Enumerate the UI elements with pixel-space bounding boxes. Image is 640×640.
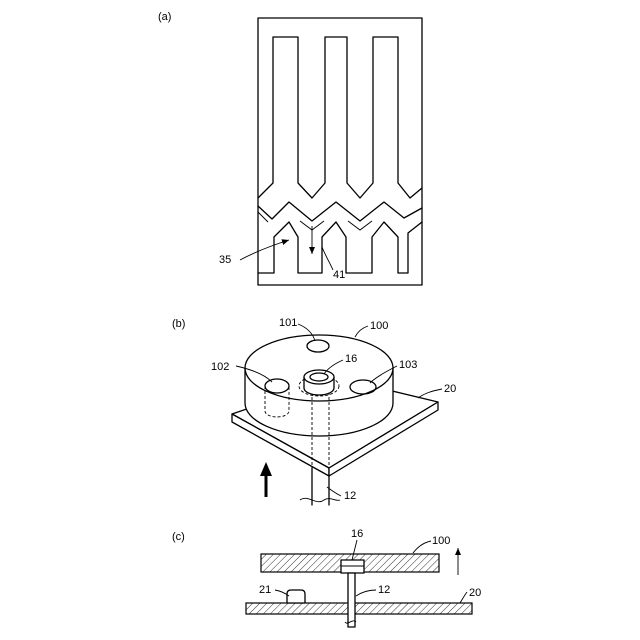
callout-21-c: 21 — [259, 584, 271, 596]
callout-103: 103 — [399, 359, 417, 371]
callout-16: 16 — [345, 353, 357, 365]
panel-b-label: (b) — [172, 318, 185, 330]
callout-41: 41 — [333, 269, 345, 281]
leader-41 — [322, 247, 333, 270]
leader-100-c — [413, 541, 431, 553]
panel-c-label: (c) — [172, 531, 185, 543]
panel-a: (a) 35 41 — [158, 11, 422, 285]
leader-12-c — [356, 590, 376, 596]
zigzag-lines — [258, 202, 422, 221]
callout-12-c: 12 — [378, 584, 390, 596]
leader-20 — [418, 389, 442, 398]
callout-100: 100 — [370, 320, 388, 332]
lift-arrow-head — [260, 462, 272, 476]
lower-channel-pattern — [258, 222, 422, 273]
callout-20: 20 — [444, 383, 456, 395]
upper-channel-pattern — [258, 37, 422, 198]
callout-12: 12 — [344, 490, 356, 502]
leader-20-c — [460, 592, 467, 603]
boss-16-section — [341, 560, 364, 573]
panel-a-label: (a) — [158, 11, 171, 23]
callout-100-c: 100 — [432, 535, 450, 547]
pin-21 — [287, 590, 305, 603]
callout-16-c: 16 — [351, 528, 363, 540]
panel-c: (c) 16 100 21 12 20 — [172, 528, 481, 627]
shaft-12 — [348, 573, 355, 627]
callout-20-c: 20 — [469, 587, 481, 599]
leader-100 — [355, 326, 368, 337]
panel-b: (b) 100 101 16 10 — [172, 317, 456, 505]
plate-20-section — [246, 603, 472, 614]
callout-35: 35 — [219, 254, 231, 266]
zigzag-lines-lower — [258, 212, 372, 230]
boss-16-top — [304, 370, 334, 384]
callout-101: 101 — [279, 317, 297, 329]
callout-102: 102 — [211, 361, 229, 373]
leader-35 — [240, 240, 289, 260]
shaft-12-break — [300, 498, 340, 501]
